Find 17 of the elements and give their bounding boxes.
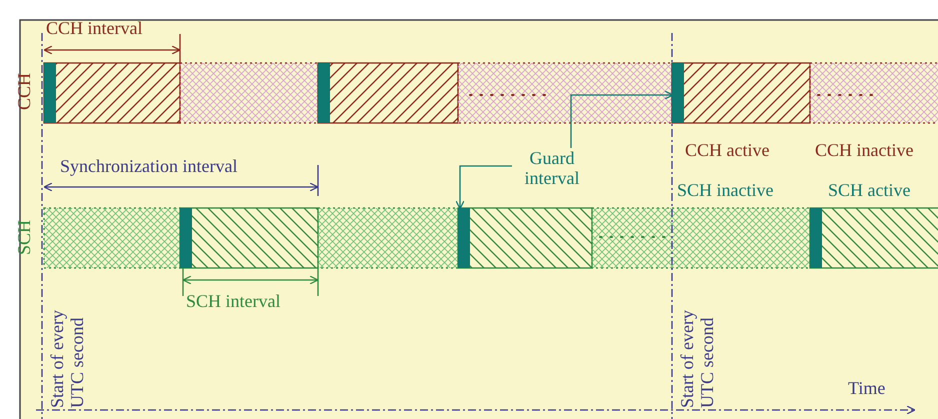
axis-label: Time — [848, 378, 886, 398]
annotation-text: Guard interval — [512, 148, 592, 188]
leader-line — [455, 165, 512, 210]
state-label: CCH inactive — [815, 140, 914, 160]
annotation-text: Start of every UTC second — [677, 309, 718, 408]
guard-bar — [458, 208, 470, 268]
leader-line — [570, 90, 674, 148]
channel-label: SCH — [14, 221, 34, 255]
state-label: CCH active — [685, 140, 770, 160]
interval-label: SCH interval — [186, 291, 280, 311]
state-label: SCH active — [828, 180, 910, 200]
guard-bar — [672, 63, 684, 123]
state-label: SCH inactive — [677, 180, 774, 200]
channel-label: CCH — [14, 76, 34, 110]
interval-label: CCH interval — [46, 18, 142, 38]
interval-label: Synchronization interval — [60, 156, 238, 176]
annotation-text: Start of every UTC second — [47, 309, 88, 408]
